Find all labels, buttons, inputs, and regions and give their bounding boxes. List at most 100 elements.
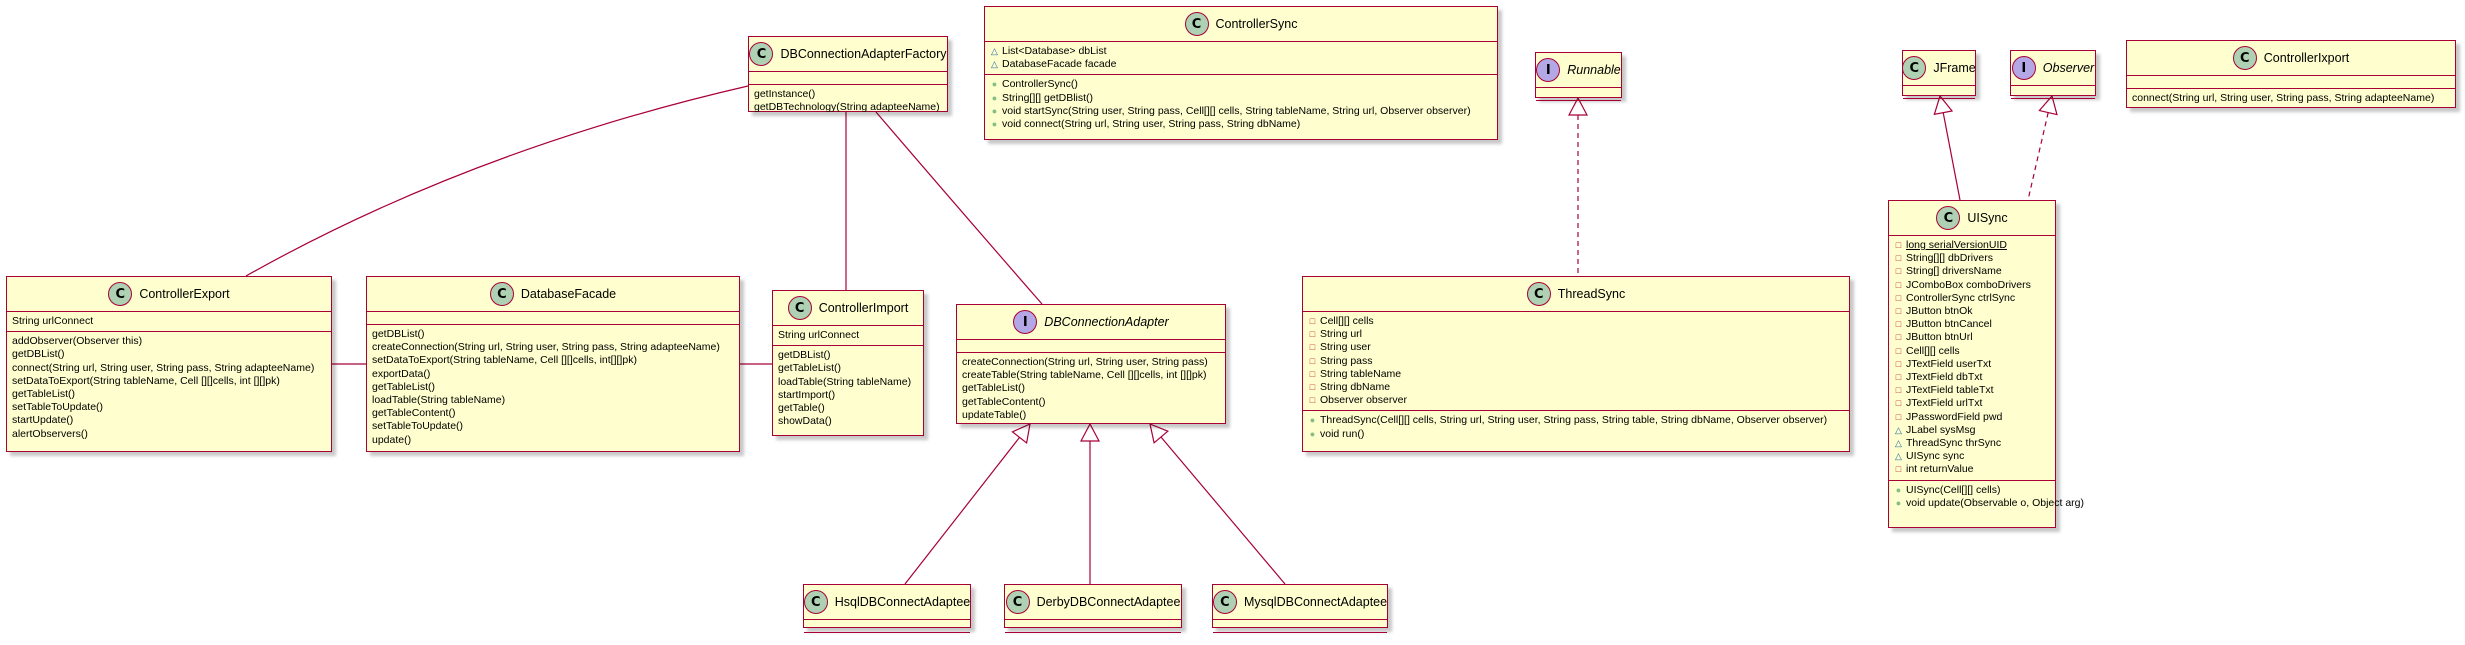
private-visibility-icon: □: [1895, 306, 1902, 317]
method-text: void connect(String url, String user, St…: [1002, 118, 1301, 131]
association-line: [875, 111, 1043, 305]
public-visibility-icon: ●: [991, 79, 998, 90]
private-visibility-icon: □: [1895, 332, 1902, 343]
method-text: alertObservers(): [12, 427, 88, 440]
method-row: setTableToUpdate(): [12, 401, 326, 414]
method-row: showData(): [778, 415, 918, 428]
class-header: C DBConnectionAdapterFactory: [749, 37, 947, 72]
method-row: createTable(String tableName, Cell [][]c…: [962, 369, 1220, 382]
method-row: ●void run(): [1308, 428, 1844, 441]
class-header: C UISync: [1889, 201, 2055, 236]
method-row: setDataToExport(String tableName, Cell […: [12, 375, 326, 388]
method-text: getDBList(): [372, 328, 425, 340]
method-row: startUpdate(): [12, 414, 326, 427]
public-visibility-icon: ●: [991, 119, 998, 130]
method-text: String[][] getDBlist(): [1002, 91, 1094, 104]
private-visibility-icon: □: [1895, 240, 1902, 250]
methods-section: ●UISync(Cell[][] cells)●void update(Obse…: [1889, 481, 2084, 513]
private-visibility-icon: □: [1309, 382, 1316, 393]
field-row: □String dbName: [1308, 381, 1844, 394]
field-text: ControllerSync ctrlSync: [1906, 291, 2016, 304]
fields-section: □ long serialVersionUID□String[][] dbDriv…: [1889, 236, 2055, 481]
method-text: setTableToUpdate(): [372, 420, 464, 433]
field-text: String[] driversName: [1906, 265, 2002, 278]
field-text: String url: [1320, 328, 1363, 341]
method-row: ●String[][] getDBlist(): [990, 92, 1492, 105]
method-text: connect(String url, String user, String …: [2132, 92, 2435, 104]
field-row: String urlConnect: [778, 329, 918, 342]
realization-line: [1160, 436, 1286, 585]
public-visibility-icon: ●: [1895, 497, 1902, 508]
field-text: JLabel sysMsg: [1906, 423, 1976, 436]
method-row: ●ThreadSync(Cell[][] cells, String url, …: [1308, 414, 1844, 427]
field-row: □JPasswordField pwd: [1894, 411, 2050, 424]
class-badge-icon: C: [803, 590, 828, 614]
class-badge-icon: C: [1526, 282, 1551, 306]
fields-section: [2011, 86, 2095, 99]
fields-section: String urlConnect: [7, 312, 331, 333]
public-visibility-icon: ●: [991, 105, 998, 116]
class-name: Observer: [2042, 61, 2095, 75]
methods-section: [1536, 101, 1621, 113]
field-row: □JButton btnCancel: [1894, 318, 2050, 331]
methods-section: [2011, 99, 2095, 111]
field-text: Cell[][] cells: [1320, 315, 1374, 327]
method-text: setDataToExport(String tableName, Cell […: [372, 354, 637, 367]
class-name: DBConnectionAdapterFactory: [780, 47, 947, 61]
method-text: getDBList(): [778, 349, 831, 362]
method-text: getDBList(): [12, 348, 65, 361]
method-row: updateTable(): [962, 409, 1220, 422]
method-row: getDBTechnology(String adapteeName): [754, 101, 942, 114]
package-visibility-icon: △: [991, 46, 998, 56]
method-row: getTableList(): [778, 362, 918, 375]
field-text: JButton btnCancel: [1906, 318, 1992, 331]
class-name: ControllerImport: [818, 301, 909, 315]
field-text: String urlConnect: [12, 315, 94, 327]
method-row: setDataToExport(String tableName, Cell […: [372, 354, 734, 367]
method-row: ●ControllerSync(): [990, 78, 1492, 91]
private-visibility-icon: □: [1895, 279, 1902, 290]
method-text: void update(Observable o, Object arg): [1906, 496, 2085, 509]
method-text: void startSync(String user, String pass,…: [1002, 104, 1471, 117]
private-visibility-icon: □: [1309, 316, 1316, 326]
class-name: UISync: [1967, 211, 2008, 225]
field-text: long serialVersionUID: [1906, 239, 2007, 251]
method-row: update(): [372, 434, 734, 447]
class-badge-icon: C: [749, 42, 774, 66]
field-text: JTextField tableTxt: [1906, 384, 1994, 397]
methods-section: getDBList()getTableList()loadTable(Strin…: [773, 346, 923, 431]
methods-section: ●ControllerSync()●String[][] getDBlist()…: [985, 75, 1497, 134]
field-row: □JTextField userTxt: [1894, 358, 2050, 371]
field-row: □String[][] dbDrivers: [1894, 252, 2050, 265]
methods-section: getInstance()getDBTechnology(String adap…: [749, 85, 947, 117]
field-row: □String tableName: [1308, 368, 1844, 381]
field-row: □JButton btnUrl: [1894, 331, 2050, 344]
field-row: □JTextField urlTxt: [1894, 397, 2050, 410]
extends-line: [1942, 112, 1961, 201]
methods-section: connect(String url, String user, String …: [2127, 89, 2455, 108]
fields-section: String urlConnect: [773, 326, 923, 347]
association-line: [245, 85, 749, 277]
method-row: getTable(): [778, 402, 918, 415]
class-name: DBConnectionAdapter: [1044, 315, 1169, 329]
class-badge-icon: C: [1936, 206, 1961, 230]
field-row: □ long serialVersionUID: [1894, 239, 2050, 252]
method-row: connect(String url, String user, String …: [12, 362, 326, 375]
method-row: loadTable(String tableName): [372, 394, 734, 407]
public-visibility-icon: ●: [1309, 415, 1316, 426]
class-name: ControllerExport: [139, 287, 230, 301]
method-text: createConnection(String url, String user…: [962, 356, 1208, 368]
methods-section: createConnection(String url, String user…: [957, 353, 1225, 425]
field-row: □JButton btnOk: [1894, 305, 2050, 318]
private-visibility-icon: □: [1895, 292, 1902, 303]
field-text: JPasswordField pwd: [1906, 410, 2003, 423]
